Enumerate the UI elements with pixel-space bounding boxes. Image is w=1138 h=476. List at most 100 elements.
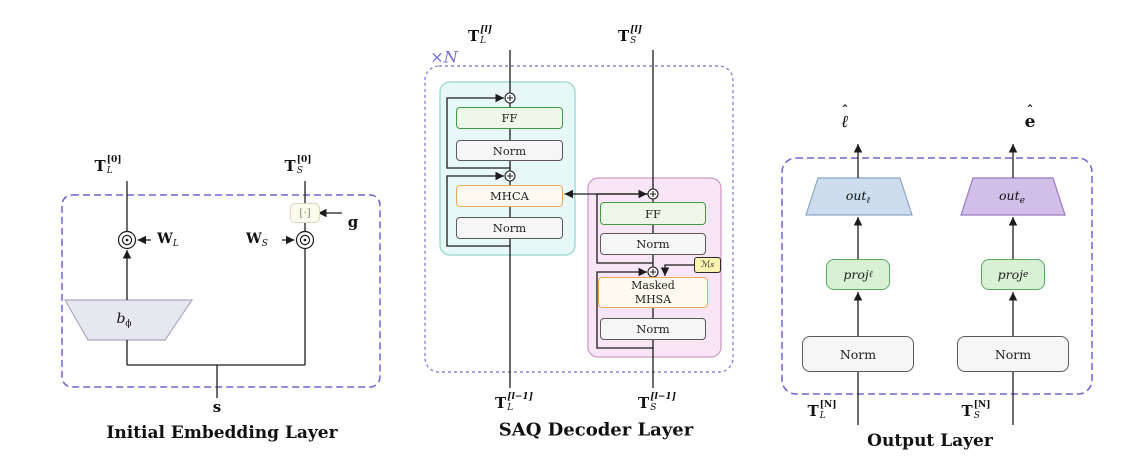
output-panel-dashed-border: [781, 157, 1093, 395]
label-t-s-layer-top: T[l]S: [618, 25, 642, 48]
output-panel-caption-text: Output Layer: [867, 431, 993, 451]
label-t-s-n-base: T: [961, 402, 973, 420]
initial-panel-dashed-border: [61, 194, 381, 388]
gate-box-label: [·]: [299, 207, 311, 219]
label-s-text: s: [212, 398, 222, 416]
hadamard-node-right: [295, 230, 315, 250]
b-phi-label: bϕ: [116, 311, 131, 329]
label-t-s-n: T[N]S: [962, 400, 991, 423]
norm-box-cyan-upper: Norm: [456, 140, 563, 161]
label-t-l-layer-top: T[l]L: [468, 25, 492, 48]
label-g: g: [348, 213, 359, 231]
decoder-panel-caption-text: SAQ Decoder Layer: [498, 419, 694, 441]
proj-e-base: proj: [997, 267, 1024, 282]
masked-mhsa-box: Masked MHSA: [598, 277, 708, 308]
proj-l-base: proj: [843, 267, 869, 282]
label-t-l-bottom-base: T: [495, 394, 507, 412]
mask-box-sub: s: [710, 261, 715, 269]
arrow-mask-to-mhsa: [660, 264, 694, 276]
out-l-sub: ℓ: [866, 196, 871, 206]
label-t-s-n-sub: S: [973, 411, 980, 421]
label-t-s-n-sup: [N]: [973, 399, 991, 410]
out-e-base: out: [999, 188, 1020, 203]
label-t-l-0: T[0]L: [95, 155, 122, 178]
label-t-s-0-base: T: [284, 157, 296, 175]
label-w-s-base: W: [246, 231, 262, 247]
masked-mhsa-line1: Masked: [631, 279, 675, 293]
label-t-s-bottom-base: T: [638, 394, 650, 412]
label-t-s-bottom-sup: [l−1]: [650, 391, 676, 402]
label-t-s-layer-bottom: T[l−1]S: [638, 392, 676, 415]
label-t-l-top-base: T: [467, 27, 480, 45]
b-phi-trapezoid: [63, 299, 194, 341]
initial-panel-caption-text: Initial Embedding Layer: [106, 423, 338, 443]
out-l-trapezoid: [805, 177, 913, 216]
add-node-cyan-top: [504, 92, 516, 104]
label-w-l-base: W: [157, 231, 173, 247]
label-e-hat-accent: ˆ: [1026, 103, 1034, 119]
label-t-l-n: T[N]L: [808, 400, 837, 423]
norm-box-cyan-lower: Norm: [456, 217, 563, 239]
label-t-l-n-sup: [N]: [819, 399, 837, 410]
out-l-base: out: [845, 188, 867, 203]
label-l-hat-base: ℓ: [841, 112, 849, 133]
label-t-s-bottom-sub: S: [650, 403, 657, 413]
label-w-l-sub: L: [172, 239, 179, 249]
norm-box-pink-lower-label: Norm: [636, 322, 670, 336]
label-t-l-layer-bottom: T[l−1]L: [495, 392, 533, 415]
output-panel-wires: [853, 144, 1018, 425]
gate-box: [·]: [290, 203, 320, 223]
out-l-label: outℓ: [846, 188, 870, 206]
label-t-l-bottom-sub: L: [507, 403, 514, 413]
b-phi-base: b: [116, 311, 126, 327]
skip-ff-right: [596, 189, 653, 264]
repeat-n-text: ×N: [430, 47, 458, 67]
ff-box-cyan: FF: [456, 107, 563, 129]
label-t-s-top-sub: S: [630, 36, 637, 46]
add-nodes: [504, 92, 659, 278]
out-e-trapezoid: [960, 177, 1066, 216]
skip-mhca-left: [446, 171, 510, 247]
label-t-l-n-base: T: [807, 402, 819, 420]
mask-box-base: ℳ: [700, 260, 711, 270]
label-t-l-n-sub: L: [819, 411, 826, 421]
label-t-s-top-base: T: [617, 27, 630, 45]
label-w-l: WL: [157, 231, 179, 249]
skip-mhsa-right: [596, 267, 653, 349]
norm-box-cyan-upper-label: Norm: [492, 143, 527, 158]
norm-box-output-left: Norm: [802, 336, 914, 372]
label-e-hat-base: e: [1024, 112, 1036, 133]
label-t-s-0: T[0]S: [285, 155, 312, 178]
norm-box-pink-upper: Norm: [600, 233, 706, 255]
decoder-panel-wires: [446, 50, 694, 388]
initial-panel-caption: Initial Embedding Layer: [106, 423, 337, 443]
norm-box-output-left-label: Norm: [839, 346, 877, 362]
label-l-hat: ˆ ℓ: [841, 103, 849, 133]
label-s: s: [213, 398, 221, 416]
label-t-l-0-sup: [0]: [106, 154, 122, 165]
b-phi-sub: ϕ: [125, 319, 132, 329]
masked-mhsa-line2: MHSA: [634, 292, 672, 306]
norm-box-output-right: Norm: [957, 336, 1069, 372]
norm-box-pink-upper-label: Norm: [636, 237, 670, 251]
ff-box-pink: FF: [600, 202, 706, 225]
add-node-pink-top: [647, 188, 659, 200]
label-t-l-top-sub: L: [480, 36, 487, 46]
norm-box-output-right-label: Norm: [994, 346, 1032, 362]
out-e-sub: e: [1019, 196, 1025, 206]
label-e-hat: ˆ e: [1024, 103, 1036, 133]
repeat-n-label: ×N: [430, 48, 457, 67]
label-t-l-0-base: T: [94, 157, 106, 175]
label-l-hat-accent: ˆ: [841, 103, 849, 119]
mhca-box-label: MHCA: [490, 189, 529, 203]
label-t-l-bottom-sup: [l−1]: [507, 391, 533, 402]
decoder-panel-dashed-border: [424, 65, 734, 373]
add-node-cyan-mid: [504, 170, 516, 182]
label-w-s: WS: [246, 231, 268, 249]
add-node-pink-mid: [647, 266, 659, 278]
hadamard-node-left: [117, 230, 137, 250]
skip-ff-left: [446, 93, 510, 169]
label-t-l-top-sup: [l]: [480, 24, 493, 35]
